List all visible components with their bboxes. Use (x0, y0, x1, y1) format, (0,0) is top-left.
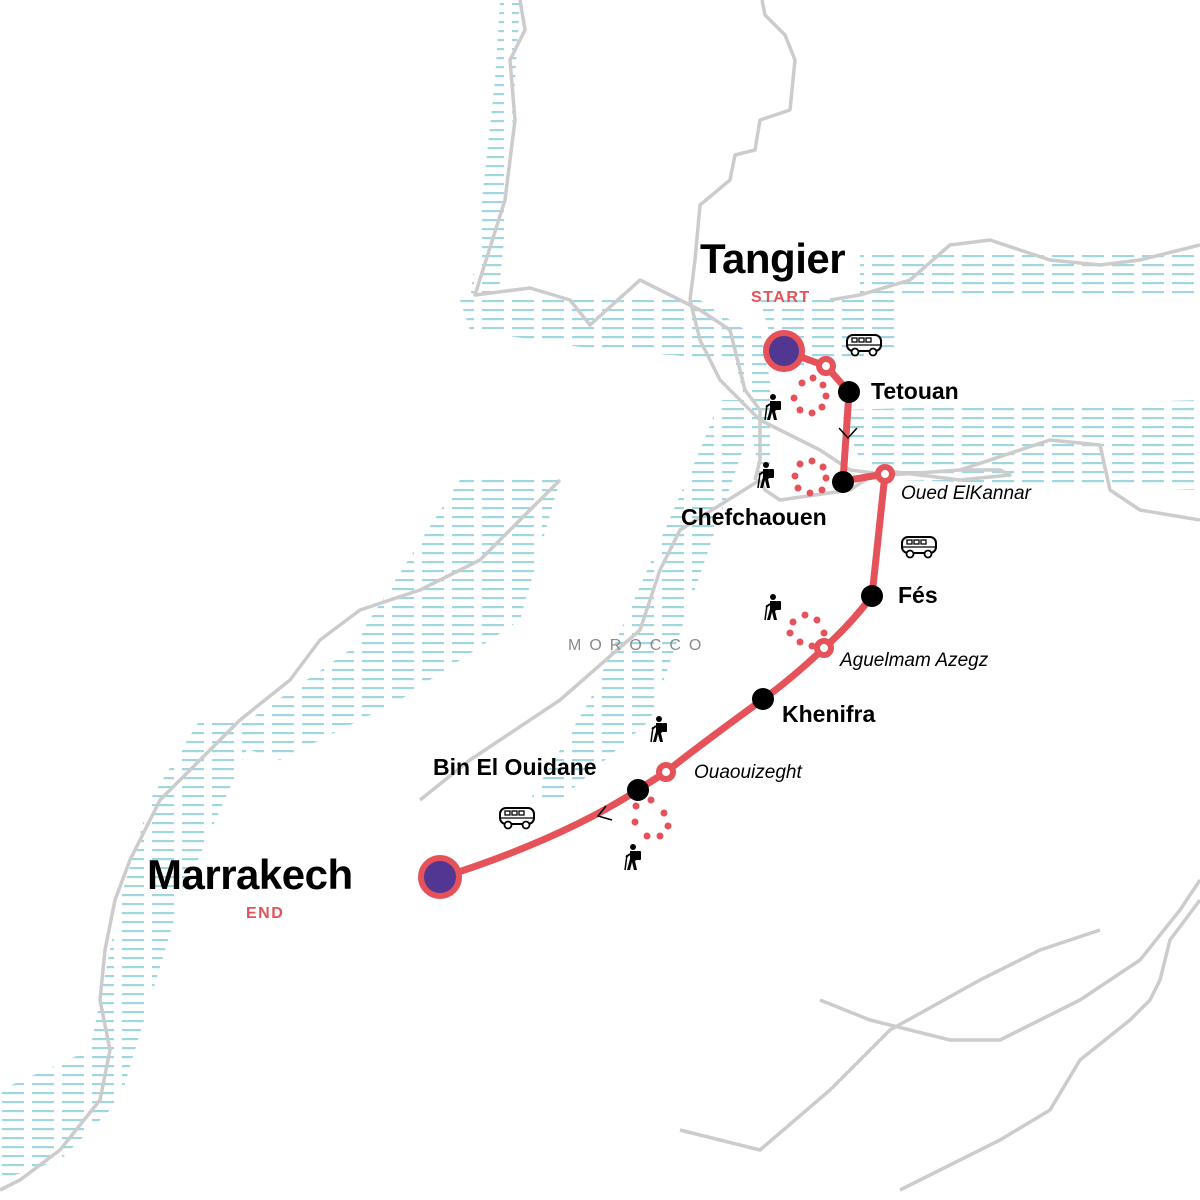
bus-icon (846, 334, 882, 357)
hike-loops (631, 374, 830, 840)
start-marker[interactable] (763, 330, 805, 372)
hiker-icon (764, 394, 781, 421)
route-line (436, 347, 889, 882)
hiker-icon (764, 593, 782, 621)
stop-label-fes: Fés (898, 582, 938, 608)
hiker-icon (650, 715, 668, 743)
hike-loop-aguelmam (786, 611, 828, 650)
hike-loop-chefchaouen (791, 457, 830, 497)
hike-loop-bin-el-ouidane (631, 796, 672, 840)
start-city-label: Tangier (700, 235, 846, 282)
stop-dots (627, 381, 883, 801)
waypoint-label-oued-elkannar: Oued ElKannar (901, 483, 1031, 504)
hike-loop-tetouan (790, 374, 830, 417)
bus-icon (901, 536, 937, 559)
stop-label-bin-el-ouidane: Bin El Ouidane (433, 754, 597, 780)
stop-label-khenifra: Khenifra (782, 701, 876, 727)
end-tag: END (246, 905, 285, 922)
end-city-label: Marrakech (147, 851, 353, 898)
waypoints (656, 356, 895, 782)
waypoint-label-aguelmam-azegz: Aguelmam Azegz (840, 650, 989, 671)
hiker-icon (624, 843, 642, 871)
stop-label-tetouan: Tetouan (871, 378, 959, 404)
country-label: MOROCCO (568, 637, 710, 654)
waypoint-label-ouaouizeght: Ouaouizeght (694, 762, 802, 783)
end-marker[interactable] (418, 855, 462, 899)
stop-label-chefchaouen: Chefchaouen (681, 504, 827, 530)
bus-icon (499, 807, 535, 830)
start-tag: START (751, 289, 811, 306)
